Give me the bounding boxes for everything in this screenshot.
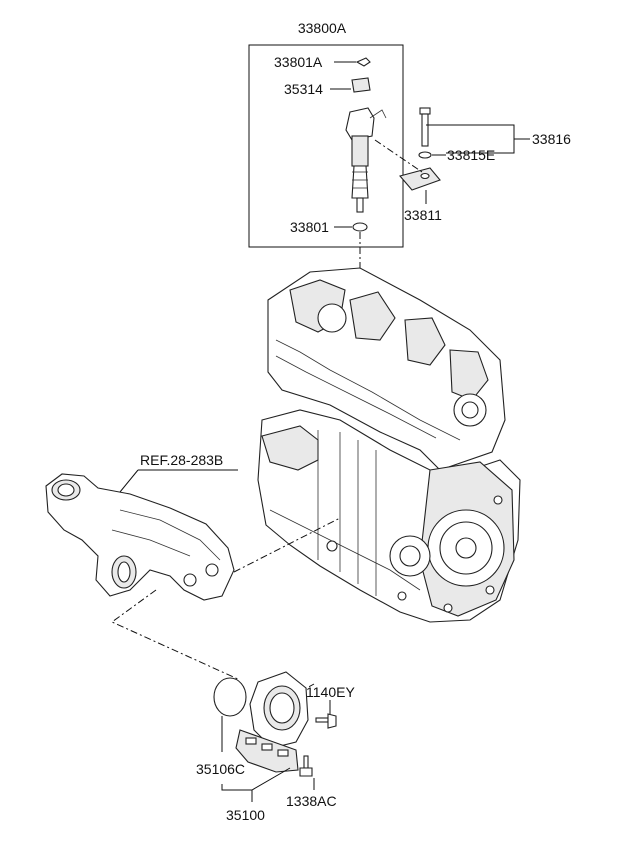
injector-oring-part: [352, 222, 368, 232]
label-ref-28-283b: REF.28-283B: [140, 452, 223, 468]
label-35314: 35314: [284, 81, 323, 97]
label-1140ey: 1140EY: [306, 684, 355, 700]
label-1338ac: 1338AC: [286, 793, 337, 809]
injector-assembly-box: [248, 44, 404, 248]
label-33811: 33811: [404, 207, 442, 223]
engine-block: [257, 267, 521, 623]
label-33816: 33816: [532, 131, 571, 147]
label-33815e: 33815E: [447, 147, 495, 163]
label-35106c: 35106C: [196, 761, 245, 777]
intake-manifold: [45, 473, 235, 601]
clip-part: [355, 57, 371, 67]
label-35100: 35100: [226, 807, 265, 823]
label-33801: 33801: [290, 219, 329, 235]
bolt-part: [419, 107, 431, 147]
bolt-top-part: [315, 713, 337, 729]
throttle-body-part: [235, 671, 309, 773]
label-33800a: 33800A: [298, 20, 347, 36]
cap-part: [351, 77, 371, 93]
label-33801a: 33801A: [274, 54, 323, 70]
washer-part: [418, 151, 432, 159]
gasket-part: [213, 677, 247, 717]
bolt-bottom-part: [299, 755, 313, 777]
clamp-part: [399, 167, 441, 191]
injector-part: [345, 107, 387, 213]
